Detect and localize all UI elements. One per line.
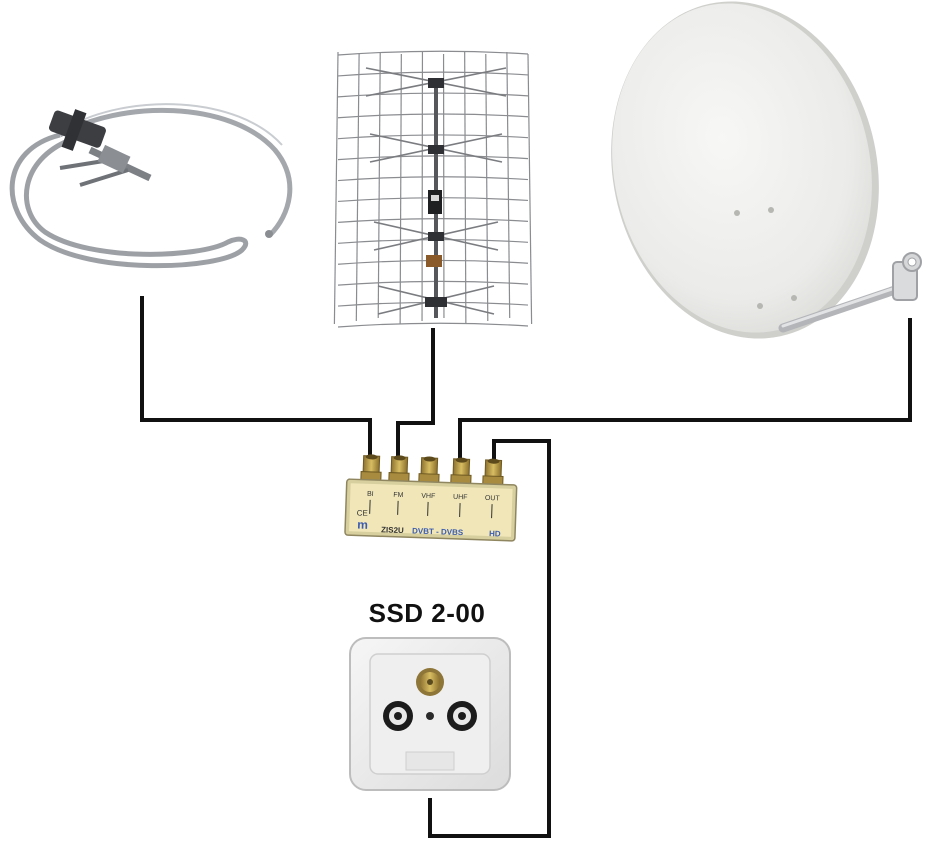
combiner-port-label: BI	[367, 491, 374, 498]
combiner-port-label: VHF	[421, 493, 435, 500]
lnb-arm	[778, 252, 922, 333]
socket-tv-connector	[383, 701, 413, 731]
cable-ring-to-combiner	[140, 296, 372, 458]
combiner-brand-mark: m	[357, 517, 368, 531]
socket-title: SSD 2-00	[368, 598, 486, 628]
combiner-port	[482, 458, 504, 488]
combiner-model-text: ZIS2U	[381, 525, 404, 535]
combiner-port	[418, 456, 440, 485]
cable-combiner-to-socket	[428, 439, 551, 838]
signal-combiner: m CE ZIS2U DVBT - DVBS HD BI FM VHF UHF OUT	[344, 454, 518, 542]
antenna-amplifier-box	[428, 190, 442, 214]
combiner-port-label: UHF	[453, 494, 468, 501]
combiner-port-label: FM	[393, 492, 404, 499]
cable-grid-to-combiner	[396, 328, 435, 458]
combiner-hd-text: HD	[489, 529, 501, 538]
cable-connections	[140, 296, 912, 838]
combiner-ce-mark: CE	[357, 508, 368, 517]
socket-sat-connector	[416, 668, 444, 696]
socket-radio-connector	[447, 701, 477, 731]
fm-ring-antenna	[9, 103, 293, 269]
tv-grid-antenna	[333, 50, 533, 328]
ring-antenna-bracket	[48, 109, 152, 187]
cable-dish-to-combiner	[458, 318, 912, 458]
combiner-port-label: OUT	[485, 495, 501, 503]
combiner-band-text: DVBT - DVBS	[412, 526, 464, 537]
combiner-port	[388, 455, 410, 484]
combiner-port	[450, 457, 472, 486]
wall-socket	[349, 637, 511, 791]
combiner-port	[360, 454, 382, 483]
satellite-dish	[611, 1, 922, 339]
